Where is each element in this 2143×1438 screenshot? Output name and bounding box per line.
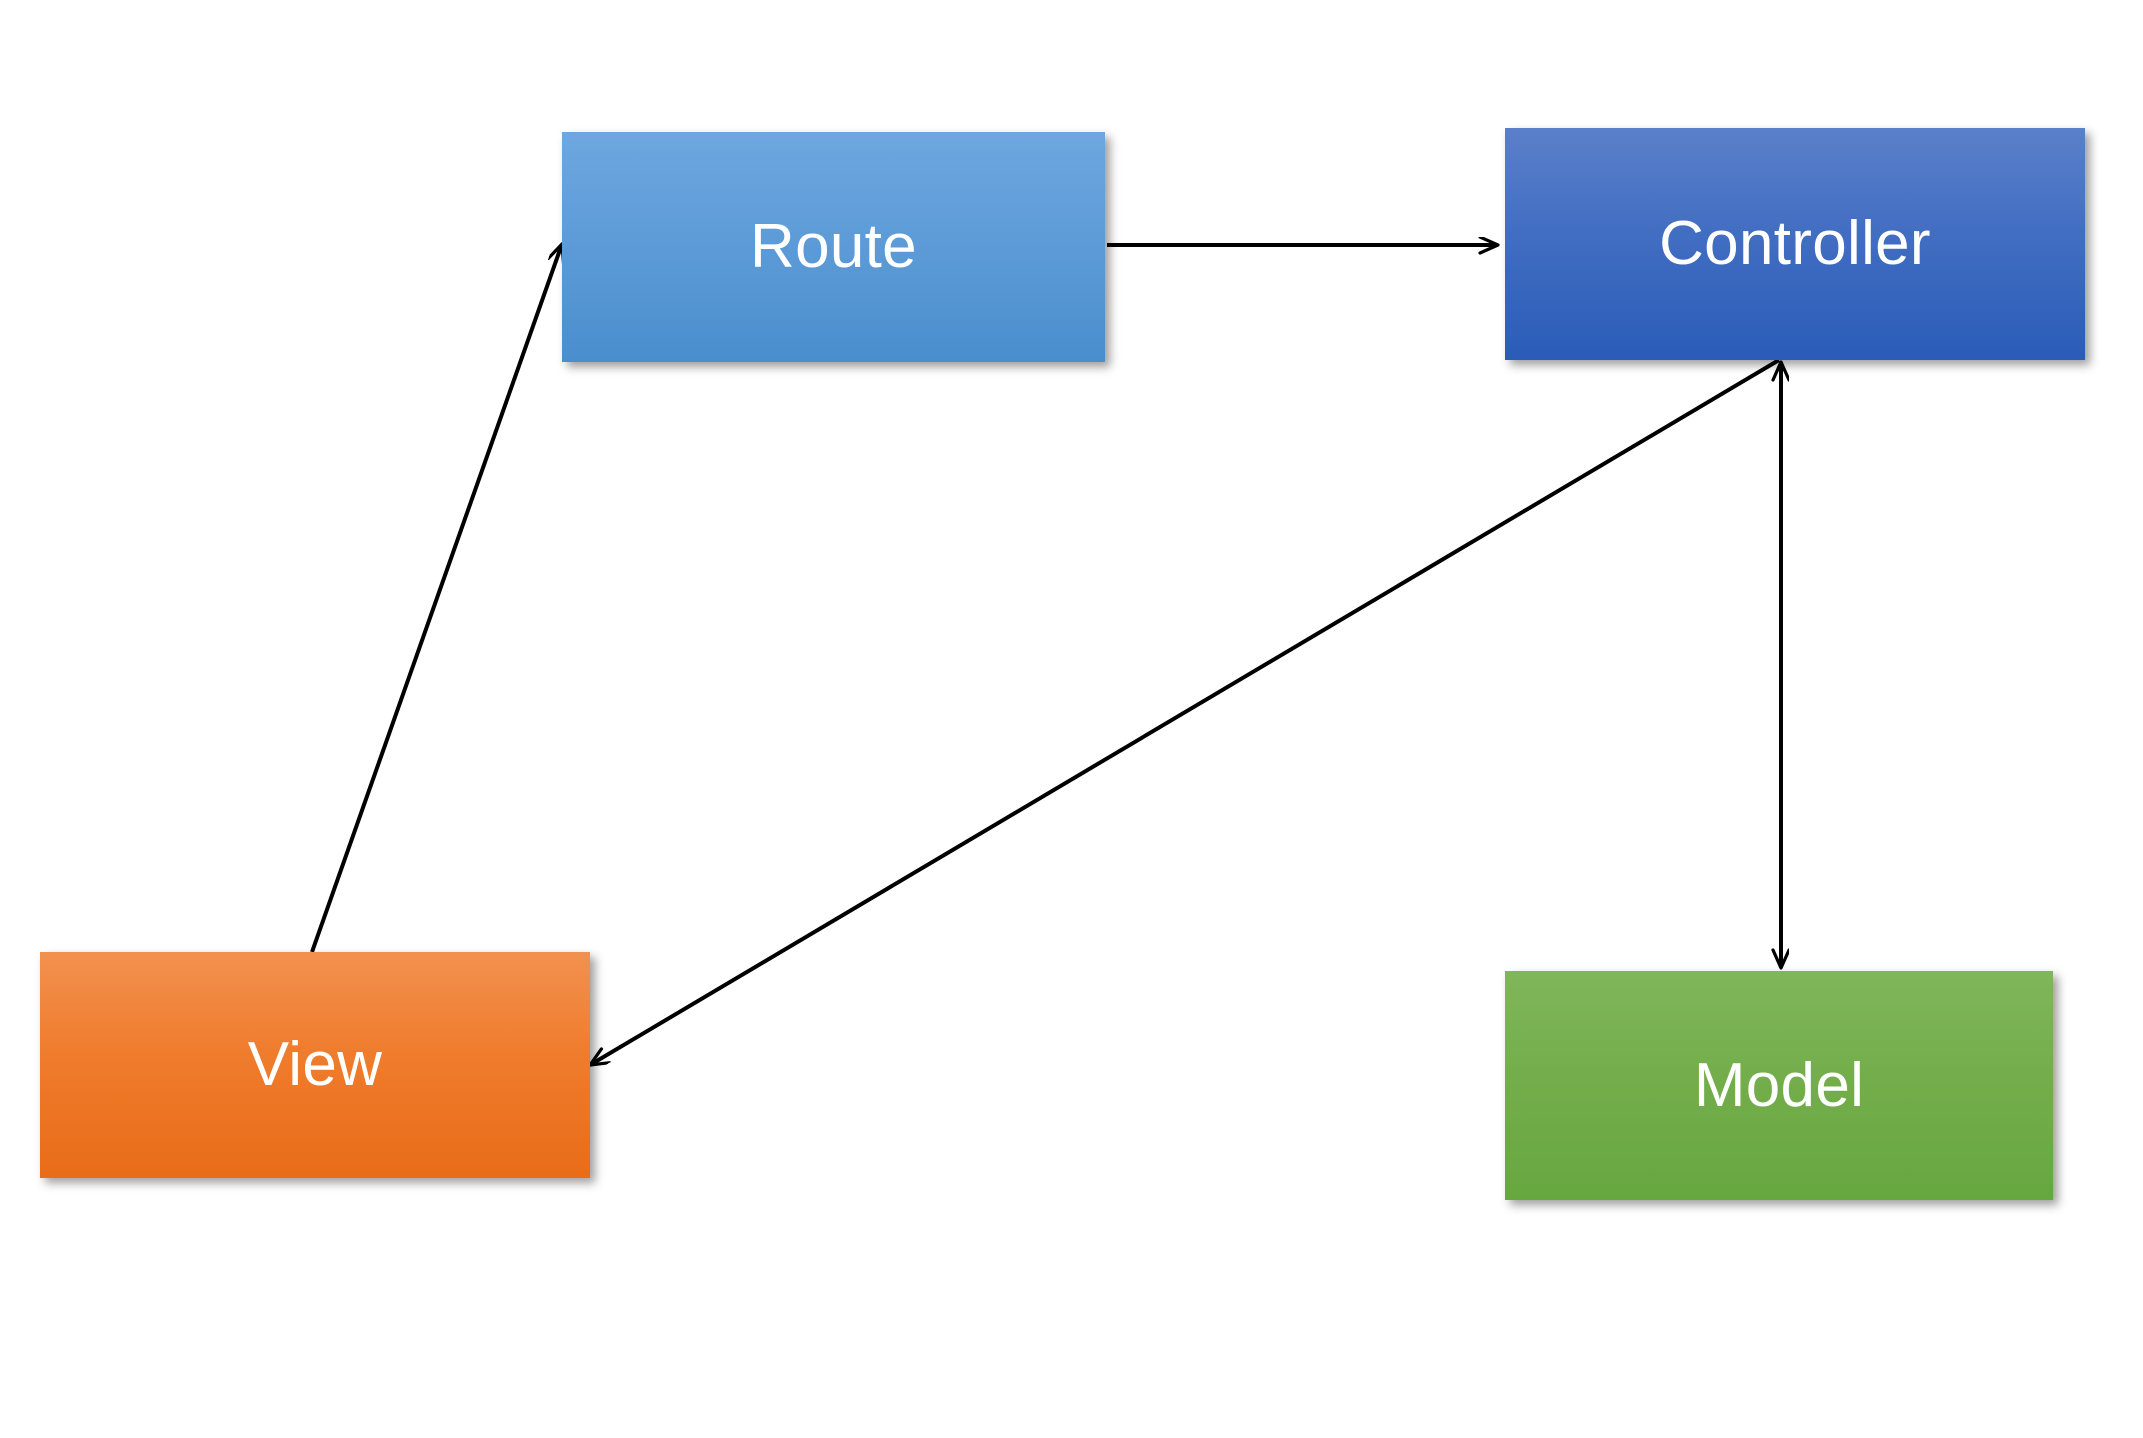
- edge-view-to-route: [310, 244, 562, 953]
- node-view[interactable]: View: [40, 952, 590, 1178]
- edge-controller-to-view: [590, 358, 1781, 1067]
- node-route[interactable]: Route: [562, 132, 1105, 362]
- node-model[interactable]: Model: [1505, 971, 2053, 1200]
- node-controller[interactable]: Controller: [1505, 128, 2085, 360]
- node-route-label: Route: [750, 212, 917, 281]
- node-view-label: View: [247, 1030, 383, 1099]
- node-controller-label: Controller: [1659, 209, 1931, 278]
- node-model-label: Model: [1693, 1050, 1865, 1120]
